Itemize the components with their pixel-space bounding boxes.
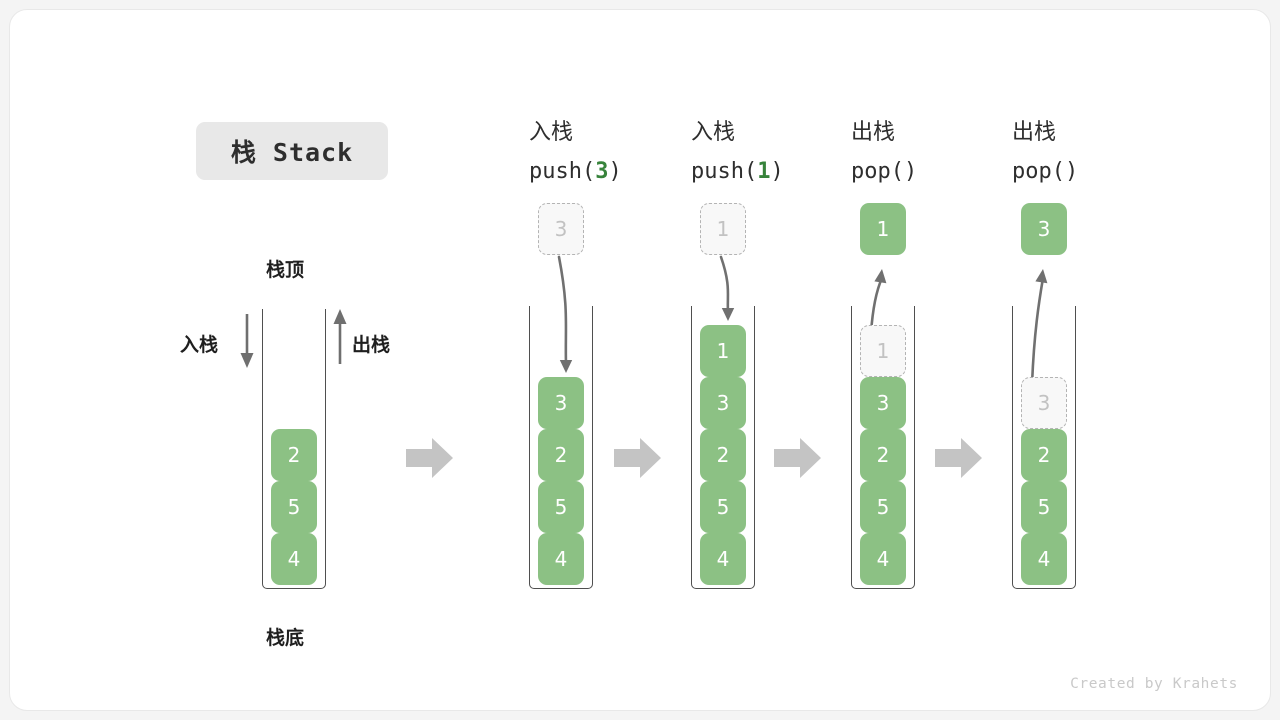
stage-op-code: pop() [851,152,1021,191]
stack-walls [529,306,593,589]
stack-element: 5 [271,481,317,533]
op-code-prefix: pop( [851,159,904,184]
stack-element: 4 [271,533,317,585]
stack-walls [691,306,755,589]
stage-header-pop-3: 出栈 pop() [1012,113,1182,191]
op-code-suffix: ) [770,159,784,184]
stage-header-push-3: 入栈 push(3) [529,113,699,191]
stack-element: 5 [860,481,906,533]
stack-walls [851,306,915,589]
op-code-suffix: ) [903,159,918,184]
floating-element-push-1: 1 [700,203,746,255]
stage-op-code: push(3) [529,152,699,191]
stack-element: 4 [700,533,746,585]
stack-element: 2 [271,429,317,481]
step-arrow-4 [935,438,982,478]
initial-pop-label: 出栈 [352,334,391,356]
op-code-prefix: push( [529,159,596,184]
stack-element: 2 [1021,429,1067,481]
stage-op-code: pop() [1012,152,1182,191]
stack-element: 3 [860,377,906,429]
op-code-suffix: ) [608,159,622,184]
stack-element: 2 [860,429,906,481]
floating-element-push-3: 3 [538,203,584,255]
stack-element: 3 [1021,377,1067,429]
stack-element: 1 [700,325,746,377]
initial-push-label: 入栈 [180,334,219,356]
stack-title-chip: 栈 Stack [196,122,388,180]
stack-element: 1 [860,325,906,377]
push-direction-arrow [240,314,254,368]
stage-op-code: push(1) [691,152,861,191]
stack-element: 2 [538,429,584,481]
stack-element: 3 [538,377,584,429]
op-code-prefix: push( [691,159,758,184]
stack-element: 2 [700,429,746,481]
stack-element: 5 [1021,481,1067,533]
stack-walls [1012,306,1076,589]
op-code-argument: 3 [595,159,609,184]
step-arrow-1 [406,438,453,478]
floating-element-pop-3: 3 [1021,203,1067,255]
floating-element-pop-1: 1 [860,203,906,255]
op-code-prefix: pop( [1012,159,1065,184]
stack-element: 5 [538,481,584,533]
stack-element: 3 [700,377,746,429]
step-arrow-2 [614,438,661,478]
stack-top-label: 栈顶 [266,259,305,281]
stage-op-label: 出栈 [851,120,896,145]
op-code-suffix: ) [1064,159,1079,184]
stage-header-push-1: 入栈 push(1) [691,113,861,191]
pop-direction-arrow [333,309,347,364]
stage-op-label: 入栈 [691,120,736,145]
stack-element: 5 [700,481,746,533]
stage-op-label: 入栈 [529,120,574,145]
stage-op-label: 出栈 [1012,120,1057,145]
stack-bottom-label: 栈底 [266,627,305,649]
step-arrow-3 [774,438,821,478]
stack-element: 4 [538,533,584,585]
credit-text: Created by Krahets [1070,676,1238,692]
stage-header-pop-1: 出栈 pop() [851,113,1021,191]
stack-element: 4 [860,533,906,585]
stack-element: 4 [1021,533,1067,585]
op-code-argument: 1 [757,159,771,184]
